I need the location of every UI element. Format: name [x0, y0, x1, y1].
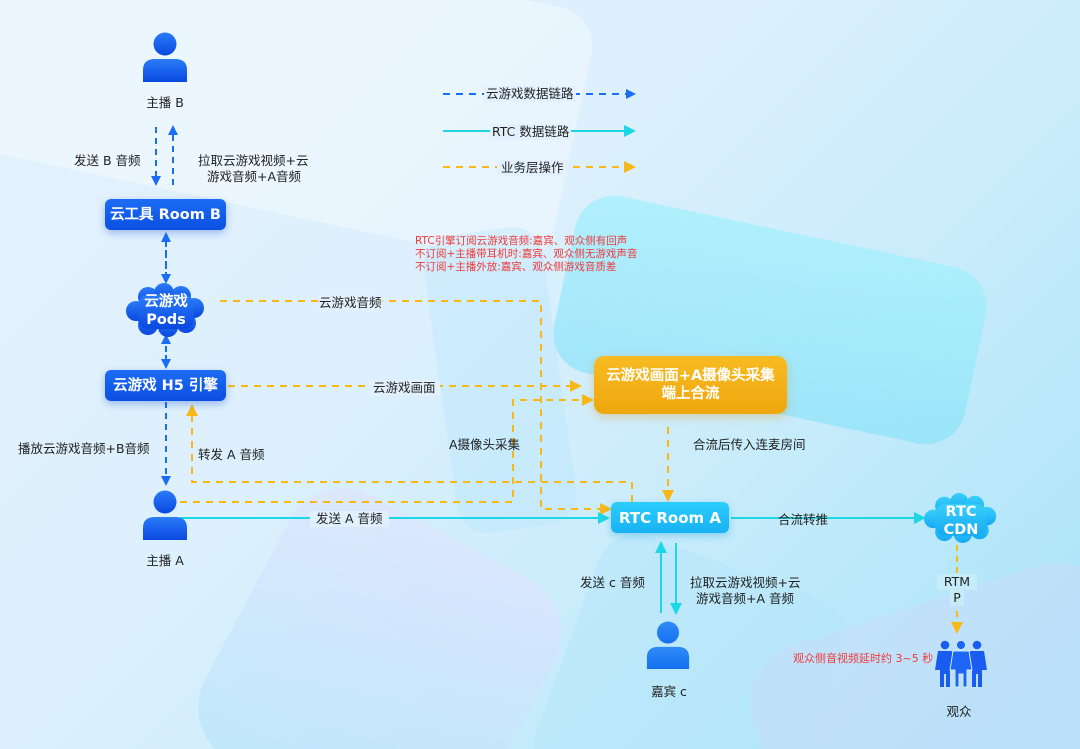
echo-note-2: 不订阅+主播带耳机时:嘉宾、观众侧无游戏声音	[415, 248, 638, 260]
cloud-icon	[126, 283, 204, 337]
user-icon	[143, 32, 187, 82]
cdn-label-2: CDN	[943, 522, 979, 538]
guest-c-label: 嘉宾 c	[651, 684, 687, 699]
h5-engine[interactable]: 云游戏 H5 引擎	[105, 370, 226, 401]
a-camera-label: A摄像头采集	[449, 437, 521, 452]
merge-push-label: 合流转推	[778, 512, 829, 527]
cloud-game-audio-label: 云游戏音频	[319, 295, 382, 311]
legend-business-op: 业务层操作	[497, 160, 568, 176]
merge-box[interactable]: 云游戏画面+A摄像头采集 端上合流	[594, 356, 787, 414]
merge-box-line1: 云游戏画面+A摄像头采集	[606, 368, 775, 384]
cloud-icon	[924, 493, 997, 543]
send-c-audio-label: 发送 c 音频	[580, 575, 645, 590]
audience-label: 观众	[946, 704, 972, 719]
user-icon	[646, 621, 690, 669]
cdn-label-1: RTC	[945, 504, 977, 520]
cloud-game-video-label: 云游戏画面	[369, 380, 440, 396]
latency-note: 观众侧音视频延时约 3~5 秒	[793, 652, 934, 665]
send-b-audio-label: 发送 B 音频	[74, 153, 141, 168]
host-b-label: 主播 B	[146, 95, 184, 110]
legend-cloud-game-link: 云游戏数据链路	[484, 86, 576, 102]
send-a-audio-label: 发送 A 音频	[310, 511, 389, 527]
rtc-room-a[interactable]: RTC Room A	[611, 502, 729, 533]
user-icon	[143, 490, 187, 540]
rtmp-label-2: P	[950, 590, 964, 606]
cloud-tool-room-b[interactable]: 云工具 Room B	[105, 199, 226, 230]
pods-label-2: Pods	[146, 312, 186, 328]
group-icon	[935, 640, 987, 688]
echo-note-1: RTC引擎订阅云游戏音频:嘉宾、观众侧有回声	[415, 235, 628, 247]
pull-c-label-1: 拉取云游戏视频+云	[690, 575, 801, 590]
rtmp-label-1: RTM	[937, 574, 977, 590]
echo-note-3: 不订阅+主播外放:嘉宾、观众侧游戏音质差	[415, 261, 617, 273]
legend-rtc-link: RTC 数据链路	[490, 124, 572, 140]
pull-b-label-2: 游戏音频+A音频	[207, 169, 302, 184]
host-a-label: 主播 A	[146, 553, 184, 568]
play-audio-label: 播放云游戏音频+B音频	[18, 441, 150, 456]
merge-box-line2: 端上合流	[661, 386, 720, 402]
pods-label-1: 云游戏	[144, 294, 188, 310]
pull-c-label-2: 游戏音频+A 音频	[696, 591, 794, 606]
merged-to-room-label: 合流后传入连麦房间	[693, 437, 806, 452]
pull-b-label-1: 拉取云游戏视频+云	[198, 153, 309, 168]
forward-a-audio-label: 转发 A 音频	[198, 447, 265, 462]
